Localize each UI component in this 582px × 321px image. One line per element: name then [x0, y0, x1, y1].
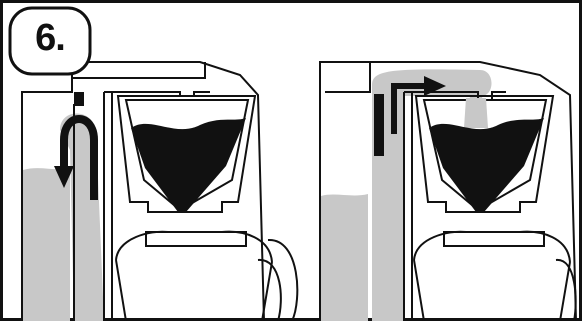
flow-arrow	[391, 83, 426, 134]
valve-block	[74, 92, 84, 106]
step-badge	[8, 6, 92, 76]
panel-left	[21, 61, 299, 321]
step-number-badge: 6.	[6, 2, 94, 74]
coffee-grounds-right	[429, 118, 544, 212]
jug-lid	[145, 231, 247, 247]
panel-right	[319, 61, 577, 321]
filter-basket-right	[414, 95, 555, 213]
water-tube-right	[372, 69, 492, 321]
jug	[115, 259, 273, 321]
coffee-grounds	[131, 118, 246, 212]
water-reservoir	[23, 168, 70, 321]
water-reservoir-low	[321, 194, 368, 321]
valve-block-open	[374, 94, 384, 156]
circulation-arrow	[60, 115, 98, 200]
step-number: 6.	[35, 16, 66, 59]
jug-right	[413, 259, 571, 321]
jug-lid-right	[443, 231, 545, 247]
machine-body-outline	[21, 61, 265, 321]
